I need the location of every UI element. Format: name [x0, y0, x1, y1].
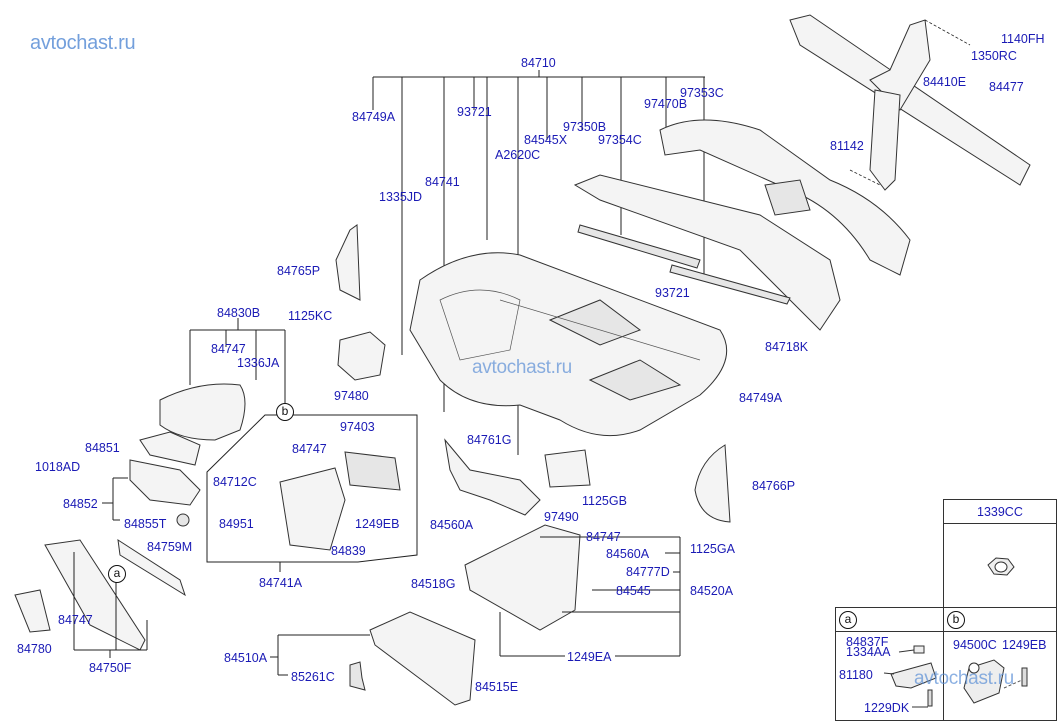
- glove-box: [270, 611, 476, 706]
- part-label-1125gb[interactable]: 1125GB: [582, 494, 627, 508]
- part-label-84951[interactable]: 84951: [219, 517, 254, 531]
- part-label-84515e[interactable]: 84515E: [475, 680, 519, 694]
- part-label-84410e[interactable]: 84410E: [923, 75, 967, 89]
- duct-assembly: [573, 119, 911, 331]
- part-label-97490[interactable]: 97490: [544, 510, 579, 524]
- side-cover-84766p: [694, 444, 731, 523]
- watermark-center: avtochast.ru: [472, 357, 572, 378]
- part-label-1249eb[interactable]: 1249EB: [355, 517, 400, 531]
- under-cover-84761g: [444, 438, 541, 516]
- part-label-84852[interactable]: 84852: [63, 497, 98, 511]
- nut-icon: [987, 557, 1015, 576]
- part-label-84777d[interactable]: 84777D: [626, 565, 670, 579]
- glove-box-housing: [464, 524, 681, 657]
- detail-a-label-84837f[interactable]: 84837F: [846, 635, 889, 649]
- part-label-84477[interactable]: 84477: [989, 80, 1024, 94]
- cluster-fascia: [159, 318, 286, 441]
- part-label-97353c[interactable]: 97353C: [680, 86, 724, 100]
- part-label-1335jd[interactable]: 1335JD: [379, 190, 423, 204]
- part-label-a2620c[interactable]: A2620C: [495, 148, 541, 162]
- part-label-84780[interactable]: 84780: [17, 642, 52, 656]
- part-label-84839[interactable]: 84839: [331, 544, 366, 558]
- part-label-84518g[interactable]: 84518G: [411, 577, 456, 591]
- part-label-84747-cluster[interactable]: 84747: [211, 342, 246, 356]
- part-label-84747-lower[interactable]: 84747: [58, 613, 93, 627]
- part-label-93721-mid[interactable]: 93721: [655, 286, 690, 300]
- leader-84710: [372, 70, 705, 455]
- part-label-81142[interactable]: 81142: [830, 139, 864, 153]
- detail-marker-b: b: [947, 611, 965, 629]
- detail-table-1339cc: 1339CC: [943, 499, 1057, 609]
- part-label-97403[interactable]: 97403: [340, 420, 375, 434]
- part-label-84765p[interactable]: 84765P: [277, 264, 321, 278]
- watermark-top-left: avtochast.ru: [30, 32, 136, 54]
- part-label-84749a-mid[interactable]: 84749A: [739, 391, 783, 405]
- part-label-85261c[interactable]: 85261C: [291, 670, 335, 684]
- part-label-84560a-right[interactable]: 84560A: [606, 547, 650, 561]
- part-label-84761g[interactable]: 84761G: [467, 433, 512, 447]
- part-label-97480[interactable]: 97480: [334, 389, 369, 403]
- part-label-84741a[interactable]: 84741A: [259, 576, 303, 590]
- sensor-icon: [963, 659, 1028, 704]
- part-label-84520a[interactable]: 84520A: [690, 584, 734, 598]
- vent-97490: [544, 449, 591, 488]
- part-label-84749a[interactable]: 84749A: [352, 110, 396, 124]
- part-label-84712c[interactable]: 84712C: [213, 475, 257, 489]
- column-shroud: [102, 431, 201, 527]
- part-label-97350b[interactable]: 97350B: [563, 120, 607, 134]
- part-label-84741[interactable]: 84741: [425, 175, 460, 189]
- part-label-1249ea[interactable]: 1249EA: [567, 650, 612, 664]
- part-label-84766p[interactable]: 84766P: [752, 479, 796, 493]
- part-label-1125kc[interactable]: 1125KC: [288, 309, 333, 323]
- detail-a-label-1229dk[interactable]: 1229DK: [864, 701, 910, 715]
- detail-table-title: 1339CC: [977, 505, 1023, 519]
- part-label-97354c[interactable]: 97354C: [598, 133, 642, 147]
- part-label-1336ja[interactable]: 1336JA: [237, 356, 280, 370]
- part-label-84560a-left[interactable]: 84560A: [430, 518, 474, 532]
- center-fascia-group: [206, 414, 418, 572]
- detail-table-header: [944, 500, 1056, 524]
- part-label-1125ga[interactable]: 1125GA: [690, 542, 735, 556]
- detail-a-label-81180[interactable]: 81180: [839, 668, 873, 682]
- side-cover-84765p: [335, 224, 361, 301]
- bracket-icon: [883, 645, 937, 708]
- crash-pad-assembly: [409, 252, 728, 437]
- part-label-84747-center[interactable]: 84747: [292, 442, 327, 456]
- detail-table-a: a 84837F 1334AA 81180 1229DK: [835, 607, 945, 721]
- part-label-84510a[interactable]: 84510A: [224, 651, 268, 665]
- part-label-84545x[interactable]: 84545X: [524, 133, 568, 147]
- part-label-84747-glove[interactable]: 84747: [586, 530, 621, 544]
- part-label-84759m[interactable]: 84759M: [147, 540, 193, 554]
- part-label-84545[interactable]: 84545: [616, 584, 651, 598]
- part-label-84855t[interactable]: 84855T: [124, 517, 167, 531]
- cowl-cross-bar: [789, 14, 1031, 191]
- detail-table-a-header: [836, 608, 944, 632]
- part-label-84851[interactable]: 84851: [85, 441, 120, 455]
- detail-a-label-1334aa[interactable]: 1334AA: [846, 645, 891, 659]
- part-label-1140fh[interactable]: 1140FH: [1001, 32, 1045, 46]
- part-label-84710[interactable]: 84710: [521, 56, 556, 70]
- vent-97480: [337, 331, 386, 381]
- part-label-84750f[interactable]: 84750F: [89, 661, 132, 675]
- detail-table-b: b 94500C 1249EB avtochast.ru: [914, 607, 1057, 721]
- callout-marker-b[interactable]: b: [276, 403, 294, 421]
- callout-marker-a[interactable]: a: [108, 565, 126, 583]
- detail-table-b-header: [944, 608, 1056, 632]
- detail-b-label-94500c[interactable]: 94500C: [953, 638, 997, 652]
- part-label-84830b[interactable]: 84830B: [217, 306, 261, 320]
- lower-panel: [14, 538, 186, 658]
- part-label-1018ad[interactable]: 1018AD: [35, 460, 81, 474]
- detail-marker-a: a: [839, 611, 857, 629]
- part-label-97470b[interactable]: 97470B: [644, 97, 688, 111]
- part-label-93721[interactable]: 93721: [457, 105, 492, 119]
- watermark-bottom-right: avtochast.ru: [914, 668, 1014, 689]
- part-label-1350rc[interactable]: 1350RC: [971, 49, 1017, 63]
- detail-b-label-1249eb[interactable]: 1249EB: [1002, 638, 1047, 652]
- part-label-84718k[interactable]: 84718K: [765, 340, 809, 354]
